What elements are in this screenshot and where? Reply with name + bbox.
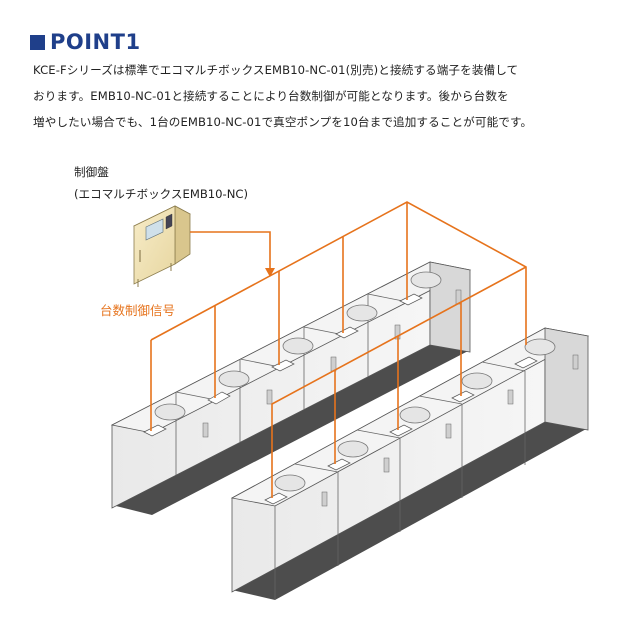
pump-row-back <box>110 261 472 515</box>
signal-arrow-icon <box>265 268 275 277</box>
controller-model: (エコマルチボックスEMB10-NC) <box>74 187 249 201</box>
control-panel <box>133 205 191 287</box>
controller-label: 制御盤 <box>74 165 109 179</box>
description-line-1: KCE-Fシリーズは標準でエコマルチボックスEMB10-NC-01(別売)と接続… <box>33 63 519 77</box>
signal-label: 台数制御信号 <box>100 303 176 318</box>
description-line-3: 増やしたい場合でも、1台のEMB10-NC-01で真空ポンプを10台まで追加する… <box>33 115 533 129</box>
description-line-2: おります。EMB10-NC-01と接続することにより台数制御が可能となります。後… <box>33 89 509 103</box>
section-title-text: POINT1 <box>50 30 141 54</box>
signal-wiring <box>150 201 527 498</box>
square-bullet-icon <box>30 34 45 50</box>
section-title: POINT1 <box>30 28 141 56</box>
pump-row-front <box>230 327 590 600</box>
